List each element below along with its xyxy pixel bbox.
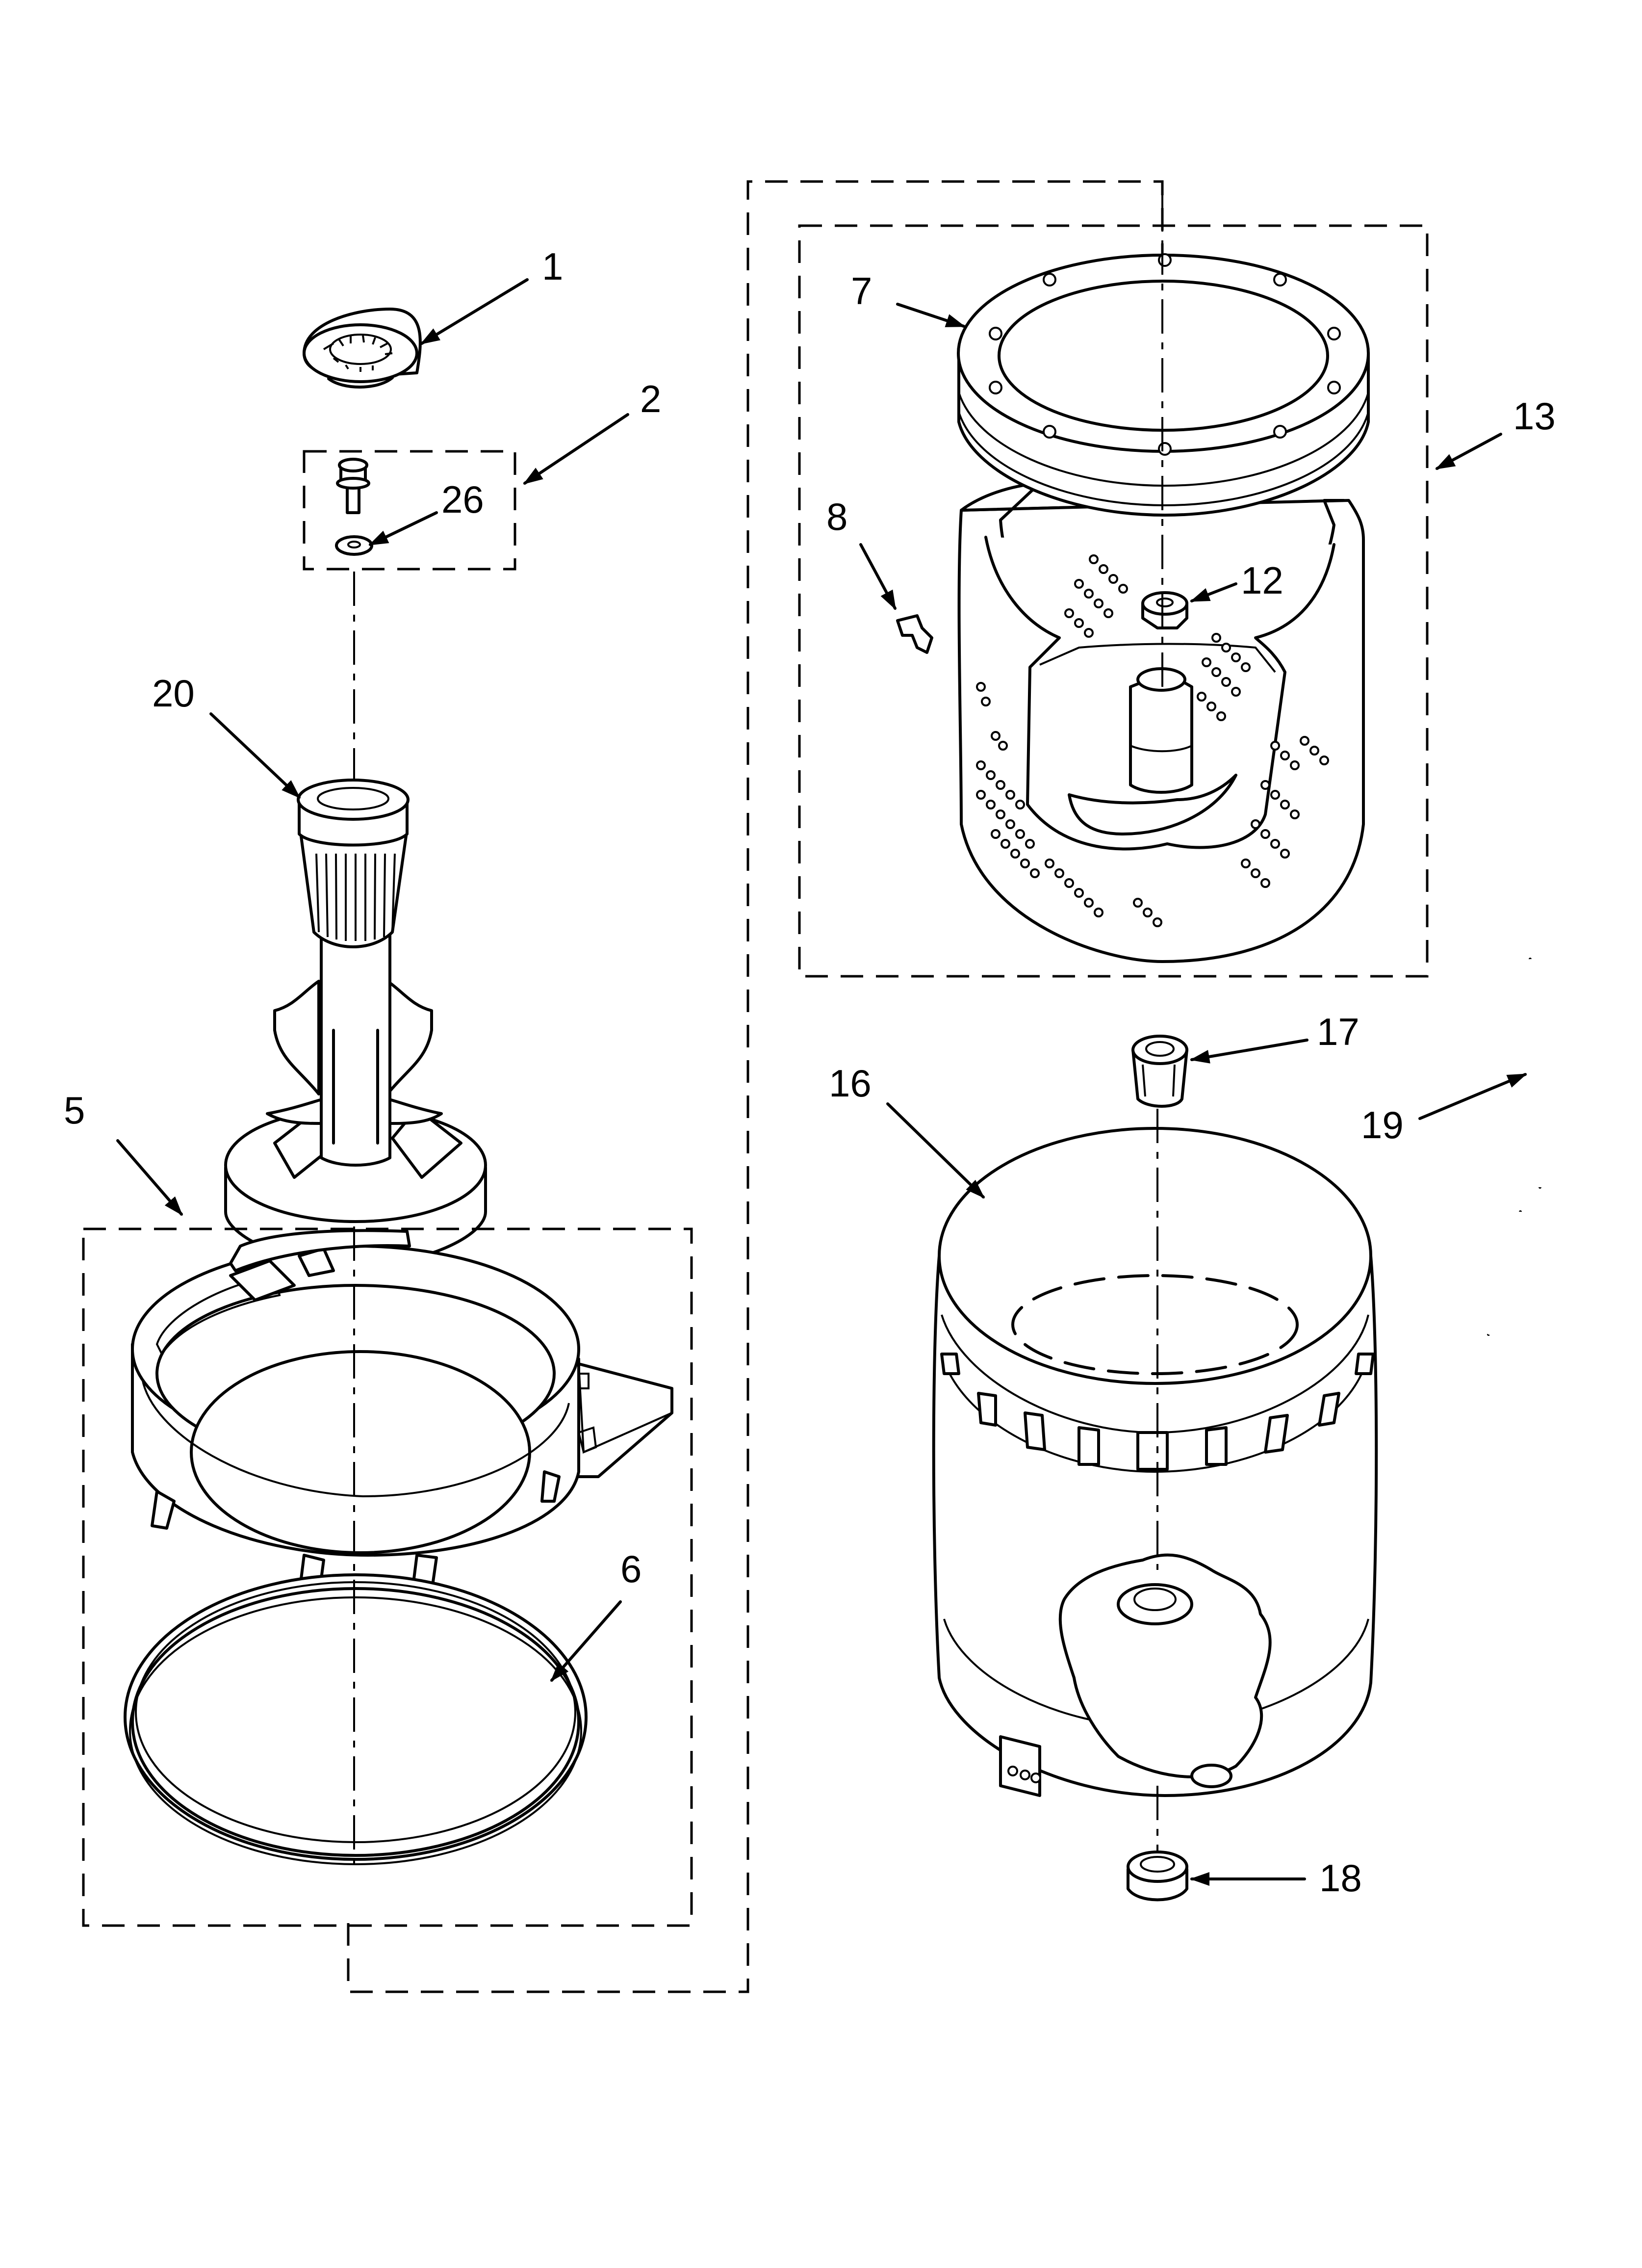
callout-6: 6	[620, 1547, 641, 1590]
part-16-outer-tub	[932, 1127, 1378, 1797]
part-20-agitator	[224, 779, 487, 1267]
callout-8-leader	[859, 543, 897, 610]
callout-20-leader	[209, 712, 301, 799]
callout-7: 7	[851, 269, 872, 313]
basket-holes	[976, 554, 1329, 927]
callout-2-leader	[523, 413, 629, 485]
part-17-bushing	[1131, 1035, 1188, 1108]
callout-17-leader	[1190, 1039, 1308, 1064]
callout-5-leader	[116, 1139, 183, 1216]
callout-20: 20	[152, 672, 195, 715]
part-13-wash-basket	[957, 482, 1365, 963]
callout-1-leader	[420, 278, 529, 345]
callout-26: 26	[441, 478, 484, 521]
callout-19: 19	[1361, 1103, 1404, 1147]
part-18-drain-plug	[1127, 1851, 1188, 1902]
callout-2: 2	[640, 377, 661, 420]
part-26-washer	[335, 535, 373, 556]
part-1-agitator-cap	[303, 308, 422, 389]
part-19-hose	[1484, 958, 1546, 1336]
callout-18: 18	[1319, 1856, 1362, 1900]
callout-5: 5	[64, 1089, 85, 1132]
part-13-basket-kit-box	[798, 224, 1429, 978]
callout-7-leader	[896, 303, 966, 328]
part-2-bolt	[336, 458, 370, 514]
part-2-bolt-kit-box	[303, 450, 516, 571]
callout-12-leader	[1190, 582, 1237, 602]
part-5-tub-ring	[131, 1229, 673, 1598]
callout-13-leader	[1435, 433, 1502, 470]
callout-17: 17	[1317, 1010, 1360, 1053]
callout-19-leader	[1418, 1073, 1527, 1120]
callout-12: 12	[1241, 559, 1283, 602]
callout-16-leader	[886, 1102, 985, 1199]
part-5-kit-box	[82, 1227, 693, 1927]
callout-8: 8	[826, 495, 847, 538]
part-7-balance-ring	[957, 253, 1370, 517]
part-8-clip	[896, 614, 933, 654]
callout-1: 1	[542, 245, 563, 288]
part-6-tub-seal	[124, 1573, 588, 1865]
callout-13: 13	[1513, 394, 1556, 438]
callout-26-leader	[368, 511, 438, 546]
callout-16: 16	[829, 1062, 872, 1105]
callout-6-leader	[550, 1600, 622, 1682]
part-12-basket-nut	[1141, 591, 1188, 629]
